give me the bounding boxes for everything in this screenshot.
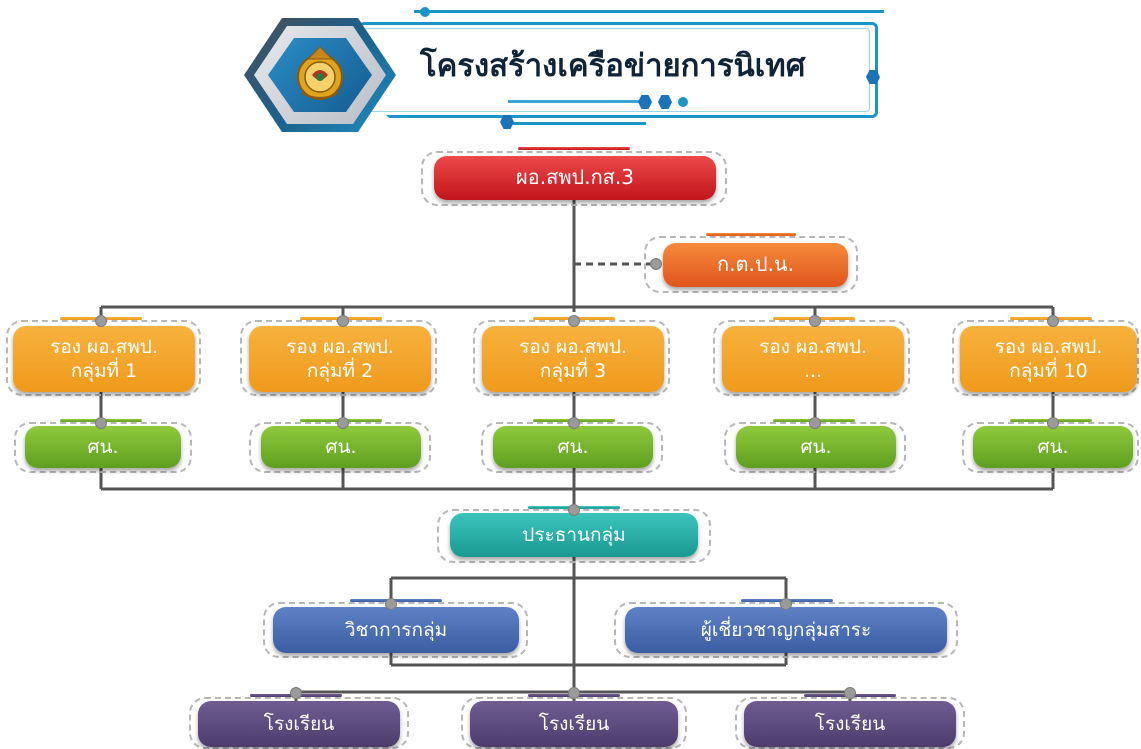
supervisor-node-2: ศน.: [261, 426, 421, 468]
supervisor-node-10: ศน.: [973, 426, 1133, 468]
supervisor-node-4: ศน.: [736, 426, 896, 468]
committee-node: ก.ต.ป.น.: [663, 243, 848, 287]
header-banner: โครงสร้างเครือข่ายการนิเทศ: [238, 7, 890, 145]
deputy-node-10: รอง ผอ.สพป. กลุ่มที่ 10: [960, 326, 1137, 392]
group-academic-node: วิชาการกลุ่ม: [273, 607, 519, 653]
director-node: ผอ.สพป.กส.3: [434, 156, 716, 200]
school-node-2: โรงเรียน: [470, 701, 678, 747]
supervisor-node-3: ศน.: [493, 426, 653, 468]
deputy-node-2: รอง ผอ.สพป. กลุ่มที่ 2: [249, 326, 431, 392]
supervisor-node-1: ศน.: [25, 426, 181, 468]
subject-experts-node: ผู้เชี่ยวชาญกลุ่มสาระ: [625, 607, 947, 653]
school-node-1: โรงเรียน: [198, 701, 400, 747]
education-office-emblem-icon: [297, 46, 343, 100]
deputy-node-3: รอง ผอ.สพป. กลุ่มที่ 3: [482, 326, 664, 392]
deputy-node-4: รอง ผอ.สพป. ...: [722, 326, 904, 392]
group-chair-node: ประธานกลุ่ม: [450, 513, 698, 557]
school-node-3: โรงเรียน: [744, 701, 956, 747]
deputy-node-1: รอง ผอ.สพป. กลุ่มที่ 1: [13, 326, 195, 392]
page-title: โครงสร้างเครือข่ายการนิเทศ: [420, 48, 806, 84]
